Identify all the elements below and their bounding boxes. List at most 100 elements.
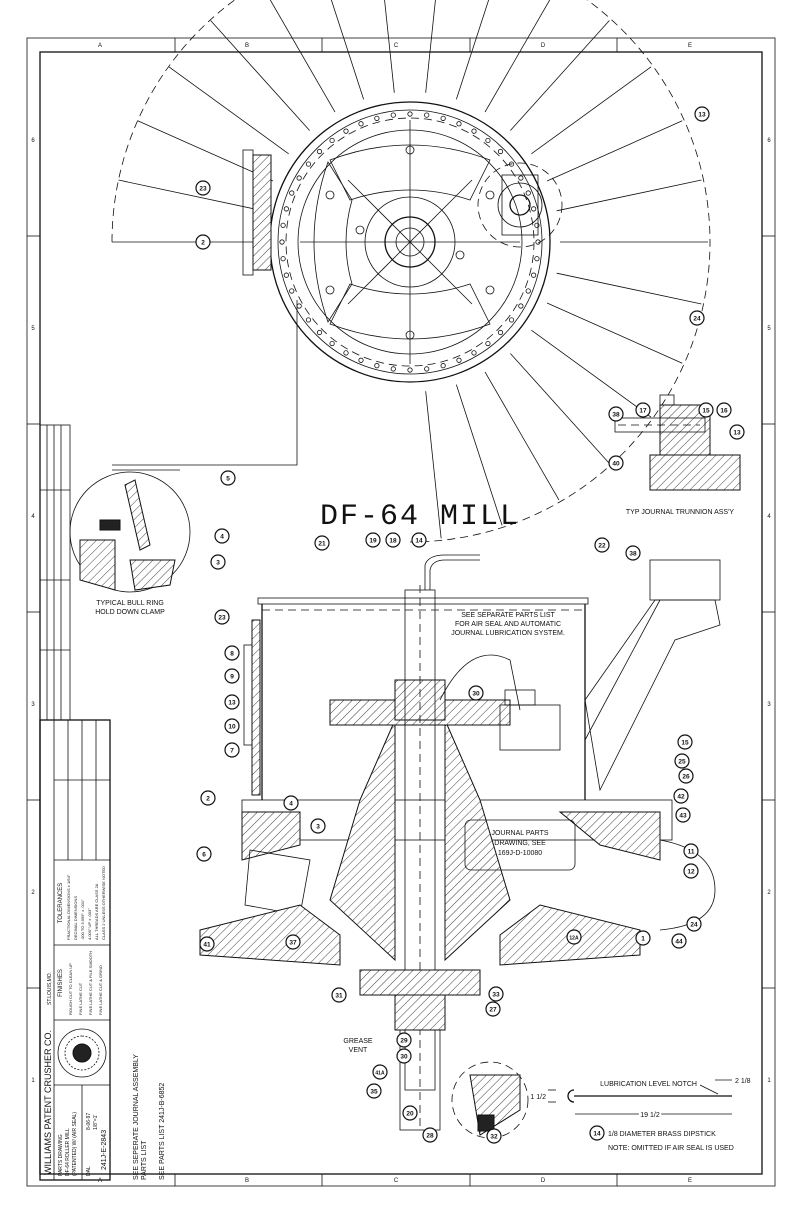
zone-number: 4 [31,514,35,520]
bolt-hole [374,363,380,369]
bolt-hole [390,112,396,118]
bolt-hole [343,128,349,134]
part-balloon: 37 [285,934,301,950]
tolerance-item: ALL THREADS ARE CLASS 2A [94,883,99,940]
svg-text:18: 18 [389,538,397,545]
zone-letter: E [688,43,692,49]
svg-text:23: 23 [199,186,207,193]
svg-text:7: 7 [230,748,234,755]
part-balloon: 41A [372,1064,388,1080]
part-balloon: 29 [396,1032,412,1048]
part-balloon: 43 [675,807,691,823]
svg-text:41: 41 [203,942,211,949]
chute-vane [425,0,436,93]
svg-text:24: 24 [693,316,701,323]
part-balloon: 23 [195,180,211,196]
svg-text:2: 2 [206,796,210,803]
svg-text:38: 38 [629,551,637,558]
bolt-hole [405,145,415,155]
bolt-hole [485,137,491,144]
finish-item: FINE LATHE CUT [78,982,83,1015]
bolt-hole [325,285,335,295]
bolt-hole [296,175,302,181]
part-balloon: 16 [716,402,732,418]
bolt-hole [390,366,396,372]
chute-vane [546,120,683,182]
zone-letter: A [98,43,102,49]
svg-text:29: 29 [400,1038,408,1045]
svg-text:10: 10 [228,724,236,731]
zone-letter: A [98,1178,102,1184]
bolt-hole [355,225,365,235]
zone-letter: E [688,1178,692,1184]
part-balloon: 6 [196,846,212,862]
part-balloon: 23 [214,609,230,625]
bolt-hole [329,340,335,347]
part-balloon: 12A [566,929,582,945]
svg-text:16: 16 [720,408,728,415]
bolt-hole [407,111,413,117]
zone-letter: D [541,1178,546,1184]
svg-text:12A: 12A [569,936,579,942]
description-1: DF-64 ROLLER MILL [65,1128,71,1176]
svg-text:27: 27 [489,1007,497,1014]
part-balloon: 24 [686,916,702,932]
svg-text:30: 30 [472,691,480,698]
tolerance-item: 4.000" UP ± .003" [87,908,92,940]
part-balloon: 22 [594,537,610,553]
drawing-title-text: PARTS DRAWING [58,1134,64,1176]
zone-number: 1 [767,1078,771,1084]
zone-number: 5 [31,326,35,332]
zone-letter: C [394,43,399,49]
svg-text:19: 19 [369,538,377,545]
part-balloon: 18 [385,532,401,548]
dipstick-caption: 1/8 DIAMETER BRASS DIPSTICK [608,1131,716,1138]
finish-item: FINE LATHE CUT & FILE SMOOTH [88,951,93,1015]
bolt-hole [525,190,531,196]
bolt-hole [471,128,477,134]
svg-text:30: 30 [400,1054,408,1061]
chute-vane [269,0,336,113]
lubrication-notch-label: LUBRICATION LEVEL NOTCH [600,1081,697,1088]
part-balloon: 4 [214,528,230,544]
part-balloon: 40 [608,455,624,471]
zone-number: 2 [767,890,771,896]
svg-text:15: 15 [702,408,710,415]
bolt-hole [358,121,364,127]
svg-text:37: 37 [289,940,297,947]
grease-vent-line-1: GREASE [343,1038,373,1045]
tolerance-item: CLASS 2 UNLESS OTHERWISE NOTED [101,866,106,940]
svg-text:21: 21 [318,541,326,548]
tolerance-item: DECIMAL DIMENSIONS [73,896,78,940]
chute-vane [531,66,652,155]
bolt-hole [305,161,312,167]
bolt-hole [374,115,380,121]
svg-text:24: 24 [690,922,698,929]
part-balloon: 32 [486,1128,502,1144]
zone-number: 3 [31,702,35,708]
part-balloon: 26 [678,768,694,784]
air-seal-note-line-1: SEE SEPARATE PARTS LIST [461,612,555,619]
zone-number: 3 [767,702,771,708]
svg-text:3: 3 [216,560,220,567]
bolt-hole [283,272,289,278]
svg-text:17: 17 [639,408,647,415]
tolerance-item: FRACTIONAL DIMENSIONS ± 1/64" [66,874,71,940]
part-balloon: 2 [200,790,216,806]
svg-text:22: 22 [598,543,606,550]
chute-vane [484,0,551,113]
zone-number: 2 [31,890,35,896]
part-balloon: 3 [310,818,326,834]
part-balloon: 35 [366,1083,382,1099]
chute-vane [384,0,395,93]
svg-text:26: 26 [682,774,690,781]
bolt-hole [283,206,289,212]
zone-number: 5 [767,326,771,332]
journal-assembly-note-1: SEE SEPERATE JOURNAL ASSEMBLY [133,1054,140,1180]
svg-text:14: 14 [593,1131,601,1138]
chute-vane [168,66,289,155]
bolt-hole [279,239,285,245]
chute-vane [484,371,560,501]
